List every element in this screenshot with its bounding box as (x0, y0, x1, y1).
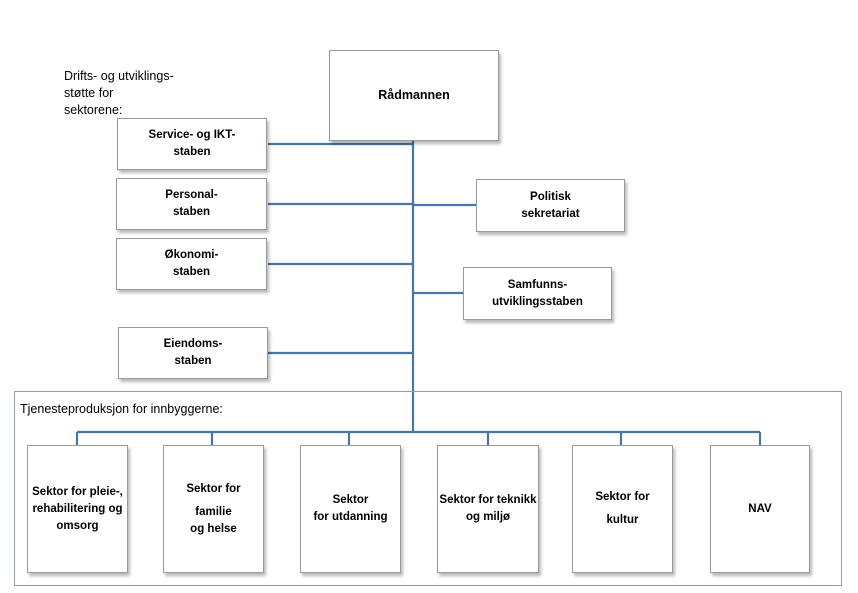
service-production-label: Tjenesteproduksjon for innbyggerne: (20, 402, 223, 416)
sector-box-line: Sektor for (186, 482, 241, 495)
sector-box-line: og helse (190, 522, 237, 535)
sector-box-kultur[interactable]: Sektor for kultur (572, 445, 673, 573)
sector-box-utdanning[interactable]: Sektor for utdanning (300, 445, 401, 573)
staff-box-service-ikt[interactable]: Service- og IKT- staben (117, 118, 267, 170)
staff-box-line: staben (173, 146, 211, 158)
sector-box-teknikk[interactable]: Sektor for teknikk og miljø (437, 445, 539, 573)
support-note-line-3: sektorene: (64, 103, 123, 117)
sector-box-line: NAV (748, 502, 772, 515)
staff-box-line: staben (172, 206, 211, 218)
sector-box-line: Sektor for teknikk (439, 494, 537, 506)
sector-box-line: familie (195, 505, 232, 518)
staff-box-line: staben (174, 355, 212, 367)
staff-box-line: utviklingsstaben (492, 295, 583, 308)
staff-box-line: staben (172, 266, 211, 278)
sector-box-line: for utdanning (313, 511, 388, 523)
radmannen-box[interactable]: Rådmannen (329, 50, 499, 141)
staff-box-samfunn[interactable]: Samfunns- utviklingsstaben (463, 267, 612, 320)
staff-box-line: Økonomi- (164, 249, 219, 261)
sector-box-line: omsorg (56, 519, 99, 532)
support-note: Drifts- og utviklings- støtte for sektor… (64, 68, 174, 119)
support-note-line-1: Drifts- og utviklings- (64, 69, 174, 83)
sector-box-nav[interactable]: NAV (710, 445, 810, 573)
sector-box-line: kultur (606, 514, 639, 526)
sector-box-line: Sektor for (595, 491, 650, 503)
staff-box-line: sekretariat (521, 207, 580, 220)
sector-box-pleie[interactable]: Sektor for pleie-, rehabilitering og oms… (27, 445, 128, 573)
sector-box-familie[interactable]: Sektor for familie og helse (163, 445, 264, 573)
staff-box-line: Samfunns- (507, 278, 568, 291)
staff-box-line: Service- og IKT- (148, 129, 236, 141)
support-note-line-2: støtte for (64, 86, 114, 100)
sector-box-line: Sektor for pleie-, (32, 485, 123, 498)
staff-box-line: Eiendoms- (163, 338, 223, 350)
staff-box-eiendom[interactable]: Eiendoms- staben (118, 327, 268, 379)
sector-box-line: Sektor (332, 494, 369, 506)
staff-box-politisk[interactable]: Politisk sekretariat (476, 179, 625, 232)
staff-box-line: Personal- (165, 189, 218, 201)
service-production-panel (14, 391, 842, 586)
staff-box-personal[interactable]: Personal- staben (116, 178, 267, 230)
sector-box-line: og miljø (465, 511, 511, 523)
sector-box-line: rehabilitering og (32, 502, 123, 515)
staff-box-okonomi[interactable]: Økonomi- staben (116, 238, 267, 290)
staff-box-line: Politisk (530, 190, 571, 203)
radmannen-title: Rådmannen (378, 88, 450, 102)
